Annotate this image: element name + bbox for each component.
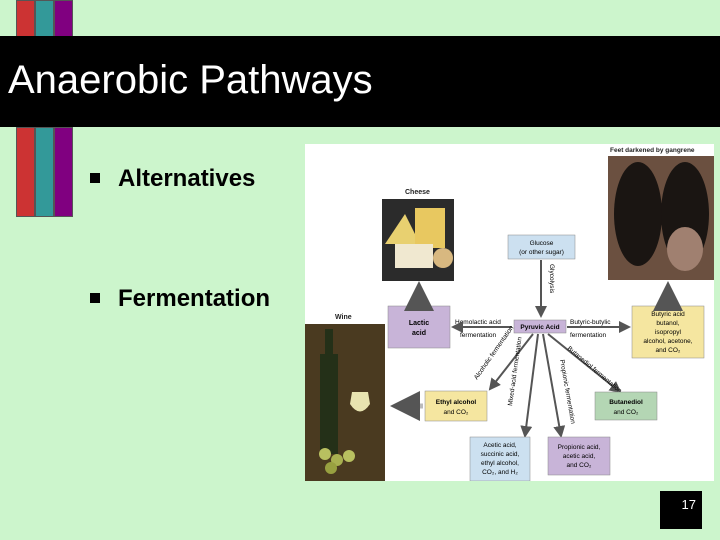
label-mixed-box: CO₂, and H₂ — [482, 469, 518, 476]
label-cheese: Cheese — [405, 189, 430, 196]
bullet-text: Alternatives — [118, 165, 256, 192]
label-butyric-box: isopropyl — [655, 329, 682, 336]
label-mixed-box: Acetic acid, — [483, 442, 516, 449]
lactic-box — [387, 305, 451, 349]
alcoholic-arrow — [488, 333, 534, 391]
label-butanediol-path: Butanediol fermentation — [566, 345, 623, 395]
label-butyric-box: butanol, — [656, 320, 679, 327]
propionic-arrow — [542, 333, 566, 438]
title-bar — [0, 36, 720, 127]
deco-bar-purple-bottom — [54, 127, 73, 217]
fermentation-figure: Feet darkened by gangrene Cheese Wine Gl… — [305, 144, 714, 482]
deco-bar-red-top — [16, 0, 35, 38]
deco-bar-teal-bottom — [35, 127, 54, 217]
label-feet: Feet darkened by gangrene — [610, 147, 695, 154]
page-number: 17 — [681, 497, 696, 512]
bullet-text: Fermentation — [118, 285, 271, 312]
slide-title: Anaerobic Pathways — [8, 58, 373, 102]
label-homolactic-sub: fermentation — [460, 332, 497, 339]
label-mixed-box: ethyl alcohol, — [481, 460, 519, 467]
bullet-marker — [90, 173, 100, 183]
fermentation-diagram: Feet darkened by gangrene Cheese Wine Gl… — [305, 147, 714, 482]
deco-bar-red-bottom — [16, 127, 35, 217]
label-ethyl-sub: and CO₂ — [444, 409, 469, 416]
glucose-box — [507, 234, 576, 260]
mixed-acid-arrow — [520, 333, 539, 438]
label-propionic-box: and CO₂ — [567, 462, 592, 469]
label-propionic: Propionic fermentation — [558, 359, 576, 425]
label-mixed-box: succinic acid, — [481, 451, 520, 458]
butanediol-box — [594, 391, 658, 421]
label-propionic-box: Propionic acid, — [558, 444, 601, 451]
label-glucose-sub: (or other sugar) — [519, 249, 564, 256]
butanediol-arrow — [547, 333, 622, 394]
label-homolactic: Homolactic acid — [455, 319, 501, 326]
bullet-marker — [90, 293, 100, 303]
label-wine: Wine — [335, 314, 352, 321]
pyruvic-box — [513, 319, 567, 334]
label-pyruvic: Pyruvic Acid — [520, 324, 559, 331]
cheese-photo — [382, 199, 454, 281]
gangrene-feet-photo — [608, 156, 714, 280]
label-butyric-box: Butyric acid — [651, 311, 685, 318]
label-butanediol-sub: and CO₂ — [614, 409, 639, 416]
page-number-box — [660, 491, 702, 529]
label-propionic-box: acetic acid, — [563, 453, 596, 460]
label-glucose: Glucose — [530, 240, 554, 247]
label-butanediol: Butanediol — [609, 399, 643, 406]
propionic-box — [547, 436, 611, 476]
label-lactic: Lactic — [409, 320, 429, 327]
label-lactic-sub: acid — [412, 330, 426, 337]
butyric-box — [631, 305, 705, 359]
label-butyric-box: and CO₂ — [656, 347, 681, 354]
deco-bar-teal-top — [35, 0, 54, 38]
label-ethyl: Ethyl alcohol — [436, 399, 477, 406]
label-mixed-acid: Mixed-acid fermentation — [507, 336, 524, 406]
ethyl-box — [424, 390, 488, 422]
wine-photo — [305, 324, 385, 481]
label-butyric-box: alcohol, acetone, — [643, 338, 692, 345]
label-butyric-path-sub: fermentation — [570, 332, 607, 339]
mixed-acid-box — [469, 436, 531, 482]
label-butyric-path: Butyric-butylic — [570, 319, 611, 326]
deco-bar-purple-top — [54, 0, 73, 38]
label-glycolysis: Glycolysis — [548, 264, 555, 294]
